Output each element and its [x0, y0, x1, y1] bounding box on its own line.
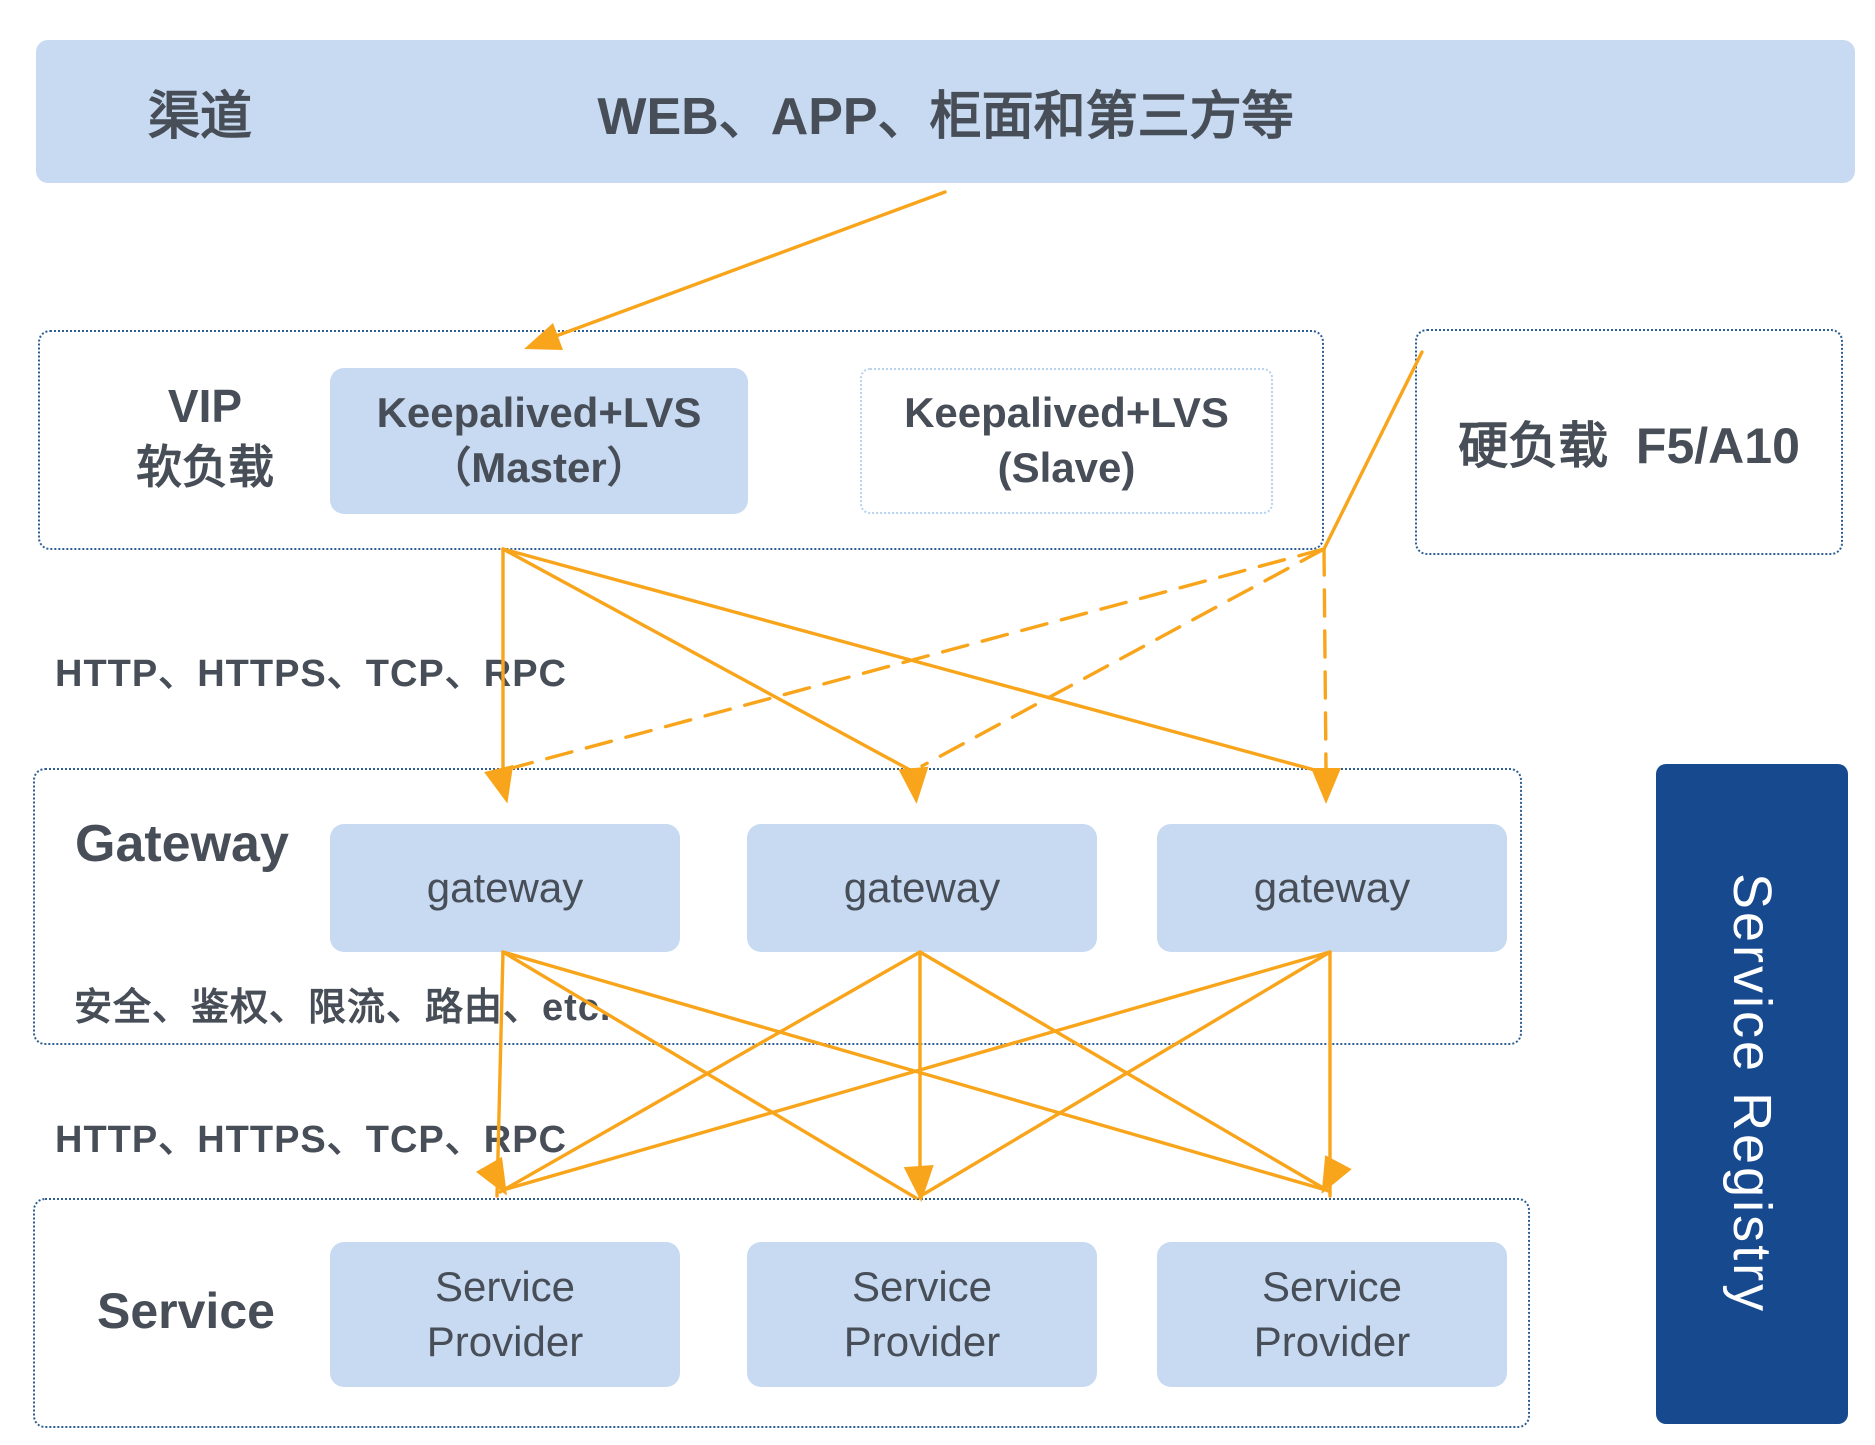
hard-lb-group: 硬负载 F5/A10 [1415, 329, 1843, 555]
service-group: Service Service Provider Service Provide… [33, 1198, 1530, 1428]
channel-label: 渠道 [147, 88, 252, 146]
service-group-label: Service [97, 1283, 275, 1339]
arrowhead-service-1 [476, 1156, 507, 1196]
dashed-line-f5-to-gateway-3 [1322, 547, 1328, 770]
gateway-group: Gateway gateway gateway gateway 安全、鉴权、限流… [33, 768, 1522, 1045]
vip-gateway-protocols-label: HTTP、HTTPS、TCP、RPC [55, 653, 568, 695]
gateway-capabilities-label: 安全、鉴权、限流、路由、etc. [74, 987, 612, 1029]
service-provider-node: Service Provider [330, 1242, 680, 1387]
vip-softlb-label: VIP 软负载 [136, 380, 274, 493]
line-vip-to-gateway-3 [501, 547, 1324, 774]
arrowhead-service-3 [1321, 1155, 1352, 1194]
service-provider-node: Service Provider [1157, 1242, 1507, 1387]
line-f5-to-corner [1322, 350, 1424, 551]
gateway-group-label: Gateway [75, 815, 289, 873]
channel-content: WEB、APP、柜面和第三方等 [597, 88, 1294, 146]
service-registry-label: Service Registry [1722, 873, 1782, 1315]
gateway-node: gateway [330, 824, 680, 952]
keepalived-slave-node: Keepalived+LVS (Slave) [860, 368, 1273, 514]
gateway-node: gateway [1157, 824, 1507, 952]
hard-lb-label: 硬负载 F5/A10 [1458, 418, 1800, 474]
gateway-node: gateway [747, 824, 1097, 952]
keepalived-master-node: Keepalived+LVS （Master） [330, 368, 748, 514]
gateway-service-protocols-label: HTTP、HTTPS、TCP、RPC [55, 1119, 568, 1161]
arrow-channel-to-vip [554, 190, 947, 338]
vip-softlb-group: VIP 软负载 Keepalived+LVS （Master） Keepaliv… [38, 330, 1324, 550]
channel-bar: 渠道 WEB、APP、柜面和第三方等 [36, 40, 1855, 183]
dashed-line-f5-to-gateway-1 [510, 547, 1326, 770]
service-registry-bar: Service Registry [1656, 764, 1848, 1424]
dashed-line-f5-to-gateway-2 [920, 547, 1326, 768]
service-provider-node: Service Provider [747, 1242, 1097, 1387]
